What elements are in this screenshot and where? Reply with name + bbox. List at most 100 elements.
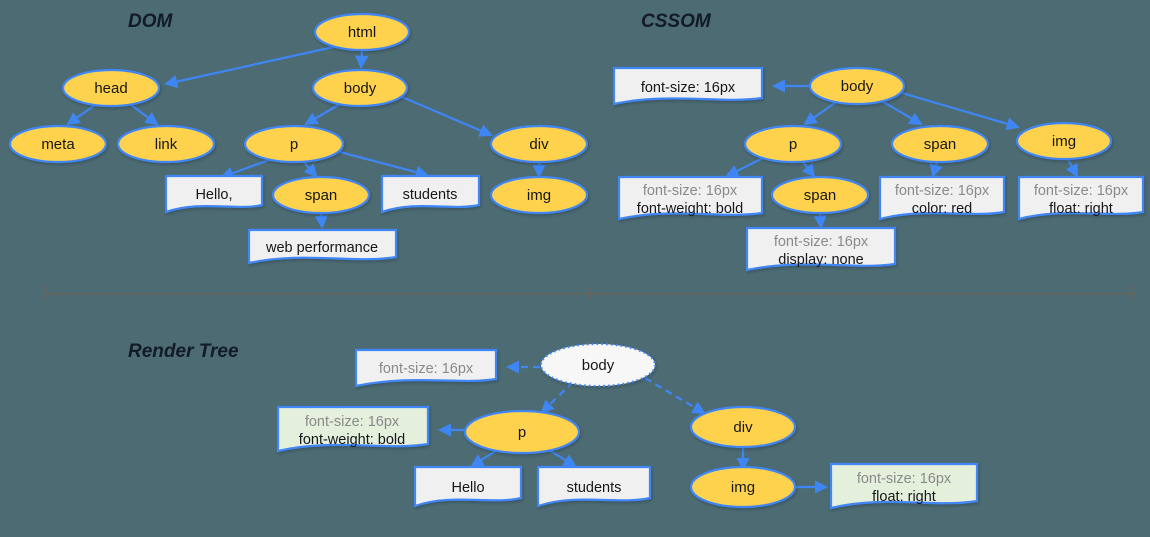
edge-span2-span2style bbox=[813, 212, 827, 229]
render-tree-box-hello-text: Hello bbox=[451, 480, 484, 496]
render-tree-node-body: body bbox=[539, 342, 657, 388]
cssom-node-img-label: img bbox=[1052, 133, 1076, 150]
section-dom: DOM Hello, students web performance bbox=[8, 11, 589, 265]
cssom-edges bbox=[725, 79, 1078, 229]
dom-node-link-label: link bbox=[155, 136, 178, 153]
render-tree-node-p: p bbox=[463, 409, 581, 455]
cssom-node-p-label: p bbox=[789, 136, 797, 153]
dom-node-link: link bbox=[116, 124, 216, 164]
dom-node-span-label: span bbox=[305, 187, 338, 204]
edge-body-div bbox=[644, 377, 706, 415]
edge-p-students bbox=[339, 150, 429, 179]
cssom-section-title: CSSOM bbox=[641, 11, 712, 32]
edge-p-span bbox=[302, 160, 318, 178]
edge-body-img bbox=[901, 91, 1020, 131]
render-tree-box-p-style-line-2: font-weight: bold bbox=[299, 432, 405, 448]
dom-node-html: html bbox=[313, 12, 411, 52]
cssom-node-p: p bbox=[743, 124, 843, 164]
render-tree-box-p-style-line-1: font-size: 16px bbox=[305, 414, 400, 430]
render-tree-edges bbox=[438, 360, 828, 494]
edge-span-webperf bbox=[314, 212, 328, 229]
render-tree-box-students: students bbox=[536, 465, 652, 508]
dom-box-hello-text: Hello, bbox=[195, 187, 232, 203]
edge-span-spanstyle bbox=[929, 161, 943, 178]
cssom-node-span: span bbox=[890, 124, 990, 164]
render-tree-node-body-label: body bbox=[582, 357, 615, 374]
edge-body-p bbox=[540, 381, 574, 414]
edge-html-body bbox=[355, 49, 369, 69]
dom-node-body-label: body bbox=[344, 80, 377, 97]
dom-node-head-label: head bbox=[94, 80, 127, 97]
edge-body-span bbox=[879, 99, 923, 126]
dom-edges bbox=[66, 44, 546, 229]
edge-p-span2 bbox=[801, 161, 816, 178]
dom-box-hello: Hello, bbox=[164, 174, 264, 214]
render-tree-box-students-text: students bbox=[567, 480, 622, 496]
render-tree-node-div: div bbox=[689, 405, 797, 449]
dom-node-div-label: div bbox=[529, 136, 549, 153]
render-tree-box-body-style-line-1: font-size: 16px bbox=[379, 361, 474, 377]
cssom-box-img-style-line-1: font-size: 16px bbox=[1034, 183, 1129, 199]
render-tree-node-img-label: img bbox=[731, 479, 755, 496]
dom-node-meta: meta bbox=[8, 124, 108, 164]
cssom-node-span-nested-label: span bbox=[804, 187, 837, 204]
cssom-box-span2-style: font-size: 16px display: none bbox=[745, 226, 897, 272]
cssom-box-span-style-line-1: font-size: 16px bbox=[895, 183, 990, 199]
cssom-box-span-style: font-size: 16px color: red bbox=[878, 175, 1006, 221]
cssom-box-p-style-line-1: font-size: 16px bbox=[643, 183, 738, 199]
render-tree-box-hello: Hello bbox=[413, 465, 523, 508]
cssom-box-p-style-line-2: font-weight: bold bbox=[637, 201, 743, 217]
dom-box-web-performance: web performance bbox=[247, 228, 398, 265]
dom-box-students: students bbox=[380, 174, 481, 214]
section-divider bbox=[44, 285, 1135, 300]
edge-body-div bbox=[401, 95, 493, 137]
section-render-tree: Render Tree font-size: 16px font-size: 1… bbox=[128, 341, 979, 510]
edge-p-pstyle bbox=[725, 156, 766, 177]
edge-body-p bbox=[803, 101, 837, 126]
cssom-box-span2-style-line-1: font-size: 16px bbox=[774, 234, 869, 250]
edge-p-hello bbox=[470, 449, 498, 468]
render-tree-node-div-label: div bbox=[733, 419, 753, 436]
render-tree-box-img-style-line-1: font-size: 16px bbox=[857, 471, 952, 487]
edge-p-students bbox=[548, 449, 577, 468]
dom-node-head: head bbox=[61, 68, 161, 108]
dom-box-students-text: students bbox=[403, 187, 458, 203]
cssom-node-span-nested: span bbox=[770, 175, 870, 215]
dom-node-div: div bbox=[489, 124, 589, 164]
cssom-box-span2-style-line-2: display: none bbox=[778, 252, 863, 268]
cssom-box-p-style: font-size: 16px font-weight: bold bbox=[617, 175, 764, 221]
cssom-box-span-style-line-2: color: red bbox=[912, 201, 972, 217]
render-tree-node-img: img bbox=[689, 465, 797, 509]
cssom-node-span-label: span bbox=[924, 136, 957, 153]
cssom-node-img: img bbox=[1015, 121, 1113, 161]
dom-node-img-label: img bbox=[527, 187, 551, 204]
dom-node-html-label: html bbox=[348, 24, 376, 41]
dom-node-meta-label: meta bbox=[41, 136, 75, 153]
render-tree-box-img-style: font-size: 16px float: right bbox=[829, 462, 979, 510]
render-tree-node-p-label: p bbox=[518, 424, 526, 441]
cssom-box-body-style: font-size: 16px bbox=[612, 66, 764, 106]
cssom-box-img-style-line-2: float: right bbox=[1049, 201, 1113, 217]
edge-body-p bbox=[304, 103, 341, 126]
dom-node-body: body bbox=[311, 68, 409, 108]
edge-p-hello bbox=[220, 158, 270, 180]
edge-head-link bbox=[130, 104, 159, 126]
dom-section-title: DOM bbox=[128, 11, 174, 32]
dom-node-p-label: p bbox=[290, 136, 298, 153]
dom-node-span: span bbox=[271, 175, 371, 215]
edge-html-head bbox=[164, 44, 339, 89]
cssom-box-img-style: font-size: 16px float: right bbox=[1017, 175, 1145, 221]
render-tree-box-img-style-line-2: float: right bbox=[872, 489, 936, 505]
cssom-node-body: body bbox=[808, 66, 906, 106]
render-tree-box-p-style: font-size: 16px font-weight: bold bbox=[276, 405, 430, 453]
dom-box-web-performance-text: web performance bbox=[265, 240, 378, 256]
render-tree-box-body-style: font-size: 16px bbox=[354, 348, 498, 388]
dom-node-p: p bbox=[243, 124, 345, 164]
render-tree-section-title: Render Tree bbox=[128, 341, 239, 362]
edge-img-imgstyle bbox=[1065, 158, 1078, 178]
dom-node-img: img bbox=[489, 175, 589, 215]
cssom-node-body-label: body bbox=[841, 78, 874, 95]
cssom-box-body-style-line-1: font-size: 16px bbox=[641, 80, 736, 96]
edge-head-meta bbox=[66, 104, 96, 126]
